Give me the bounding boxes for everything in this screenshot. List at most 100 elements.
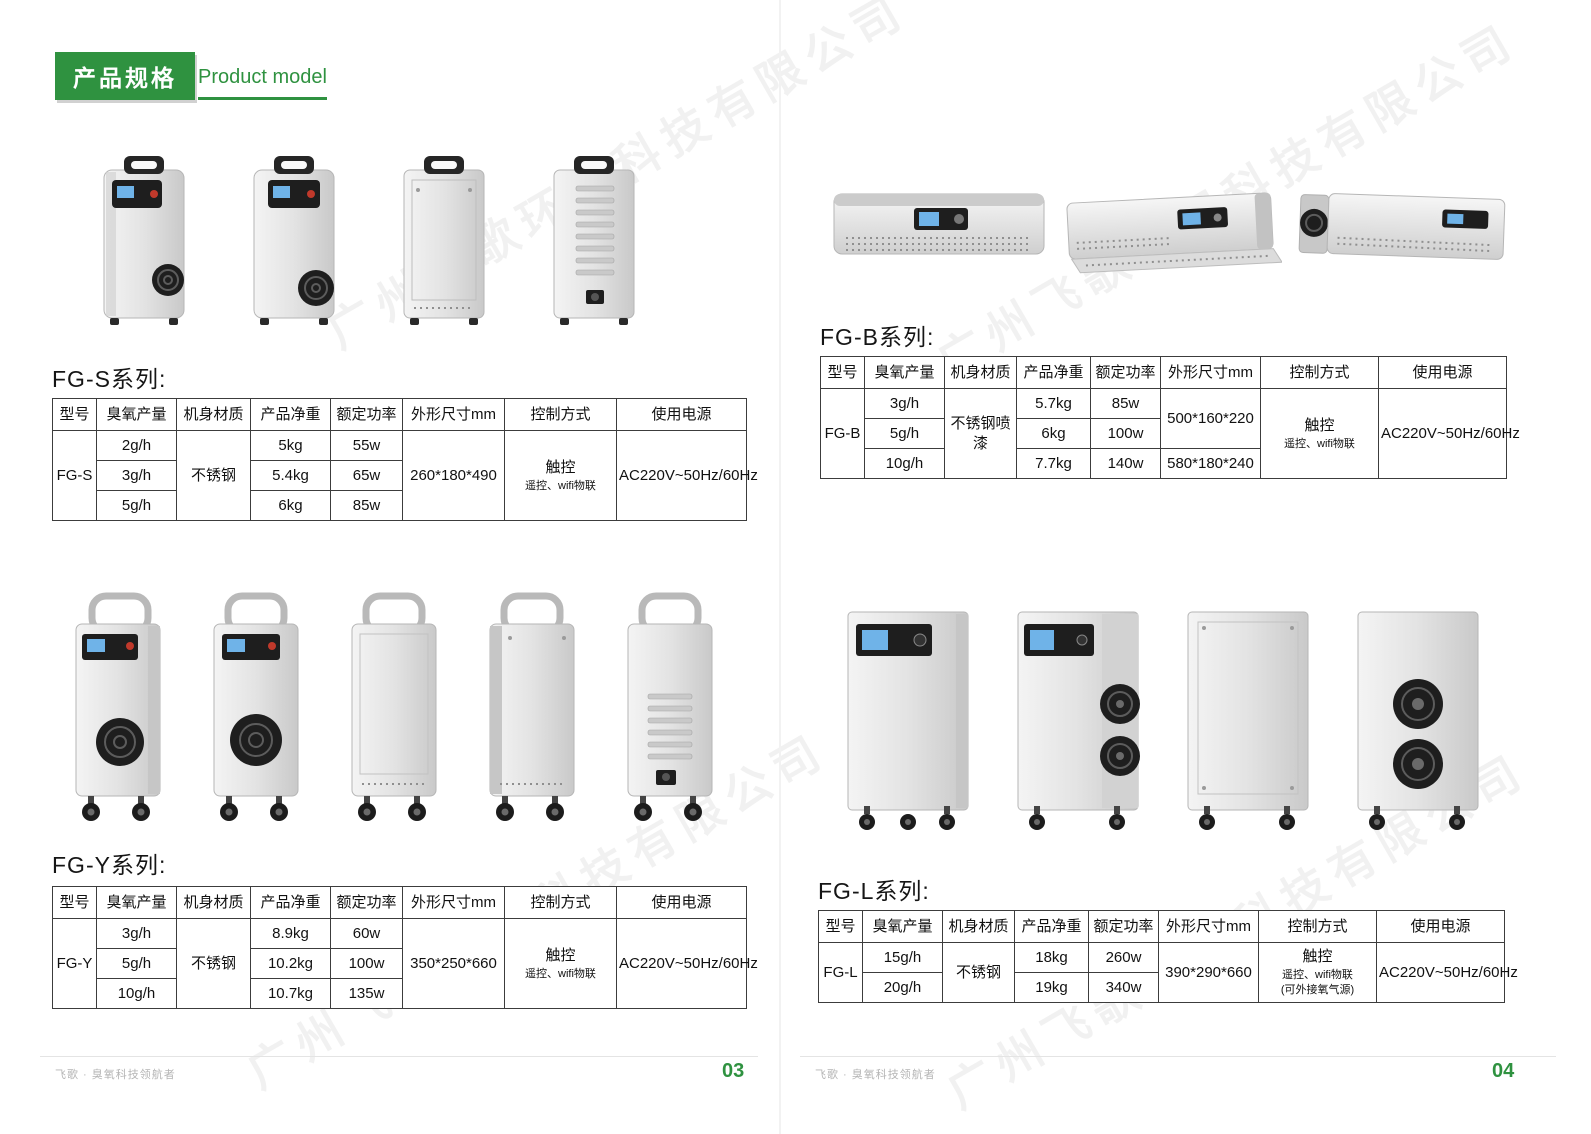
weight-cell: 5.4kg — [250, 460, 331, 491]
ozone-cell: 10g/h — [96, 978, 177, 1009]
control-sub: 遥控、wifi物联 — [1284, 437, 1355, 450]
fgs-product-image-front — [253, 156, 335, 325]
fgl-product-image-side-fans — [1357, 611, 1479, 830]
section-badge-subtitle: Product model — [198, 66, 327, 100]
table-header-row: 型号 臭氧产量 机身材质 产品净重 额定功率 外形尺寸mm 控制方式 使用电源 — [52, 886, 747, 919]
fgs-product-images — [78, 150, 660, 340]
header-cell: 额定功率 — [1088, 910, 1159, 943]
fgy-product-image-front — [213, 592, 299, 821]
header-cell: 外形尺寸mm — [402, 886, 505, 919]
fgs-product-image-angled — [103, 156, 185, 325]
fgl-product-image-angled-fans — [1017, 611, 1140, 830]
weight-cell: 6kg — [250, 490, 331, 521]
fgy-product-image-back-angled — [489, 592, 575, 821]
power-cell: 135w — [330, 978, 403, 1009]
weight-cell: 18kg — [1014, 942, 1089, 973]
fgy-product-image-back — [351, 592, 437, 821]
header-cell: 使用电源 — [616, 398, 747, 431]
control-main: 触控 — [1304, 417, 1335, 435]
weight-cell: 8.9kg — [250, 918, 331, 949]
table-header-row: 型号 臭氧产量 机身材质 产品净重 额定功率 外形尺寸mm 控制方式 使用电源 — [52, 398, 747, 431]
control-main: 触控 — [545, 947, 576, 965]
ozone-cell: 5g/h — [864, 418, 945, 449]
control-sub: 遥控、wifi物联 — [525, 967, 596, 980]
footer-divider — [800, 1056, 1556, 1057]
size-cell: 260*180*490 — [402, 430, 505, 521]
weight-cell: 5kg — [250, 430, 331, 461]
fgl-product-images — [828, 592, 1498, 842]
header-cell: 外形尺寸mm — [1160, 356, 1261, 389]
supply-cell: AC220V~50Hz/60Hz — [616, 918, 758, 1009]
power-cell: 55w — [330, 430, 403, 461]
weight-cell: 10.7kg — [250, 978, 331, 1009]
header-cell: 额定功率 — [330, 886, 403, 919]
header-cell: 控制方式 — [1260, 356, 1379, 389]
model-cell: FG-B — [820, 388, 865, 479]
ozone-cell: 3g/h — [864, 388, 945, 419]
header-cell: 型号 — [52, 886, 97, 919]
page-number-left: 03 — [722, 1060, 745, 1082]
weight-cell: 10.2kg — [250, 948, 331, 979]
header-cell: 控制方式 — [1258, 910, 1377, 943]
weight-cell: 7.7kg — [1016, 448, 1091, 479]
fgb-product-image-angled — [1066, 192, 1282, 274]
power-cell: 65w — [330, 460, 403, 491]
control-cell: 触控 遥控、wifi物联 — [1260, 388, 1379, 479]
table-header-row: 型号 臭氧产量 机身材质 产品净重 额定功率 外形尺寸mm 控制方式 使用电源 — [818, 910, 1505, 943]
fgl-product-image-front — [847, 611, 969, 830]
power-cell: 100w — [330, 948, 403, 979]
header-cell: 产品净重 — [1016, 356, 1091, 389]
control-main: 触控 — [545, 459, 576, 477]
ozone-cell: 3g/h — [96, 918, 177, 949]
header-cell: 额定功率 — [1090, 356, 1161, 389]
weight-cell: 6kg — [1016, 418, 1091, 449]
model-cell: FG-Y — [52, 918, 97, 1009]
control-cell: 触控 遥控、wifi物联 — [504, 918, 617, 1009]
table-row: FG-S 2g/h 不锈钢 5kg 55w 260*180*490 触控 遥控、… — [52, 430, 758, 521]
table-row: 10g/h 10.7kg 135w — [53, 978, 747, 1009]
table-row: FG-L 15g/h 不锈钢 18kg 260w 390*290*660 触控 … — [818, 942, 1518, 1003]
table-header-row: 型号 臭氧产量 机身材质 产品净重 额定功率 外形尺寸mm 控制方式 使用电源 — [820, 356, 1507, 389]
fgy-product-image-side — [627, 592, 713, 821]
header-cell: 产品净重 — [250, 886, 331, 919]
control-main: 触控 — [1302, 948, 1333, 966]
header-cell: 机身材质 — [942, 910, 1015, 943]
power-cell: 100w — [1090, 418, 1161, 449]
power-cell: 260w — [1088, 942, 1159, 973]
fgs-product-image-side — [553, 156, 635, 325]
fgb-product-images — [828, 168, 1514, 283]
supply-cell: AC220V~50Hz/60Hz — [1378, 388, 1520, 479]
model-cell: FG-S — [52, 430, 97, 521]
control-sub: 遥控、wifi物联 — [1282, 968, 1353, 981]
fgl-spec-table: 型号 臭氧产量 机身材质 产品净重 额定功率 外形尺寸mm 控制方式 使用电源 … — [818, 910, 1518, 1003]
ozone-cell: 15g/h — [862, 942, 943, 973]
header-cell: 外形尺寸mm — [402, 398, 505, 431]
page-divider — [779, 0, 781, 1134]
weight-cell: 5.7kg — [1016, 388, 1091, 419]
header-cell: 产品净重 — [250, 398, 331, 431]
fgb-section-title: FG-B系列: — [820, 324, 935, 350]
header-cell: 臭氧产量 — [864, 356, 945, 389]
header-cell: 臭氧产量 — [862, 910, 943, 943]
table-row: 20g/h 19kg 340w — [819, 972, 1505, 1003]
power-cell: 60w — [330, 918, 403, 949]
fgy-product-image-angled — [75, 592, 161, 821]
table-row: 5g/h 10.2kg 100w — [53, 948, 747, 979]
fgs-section-title: FG-S系列: — [52, 366, 167, 392]
ozone-cell: 5g/h — [96, 948, 177, 979]
header-cell: 外形尺寸mm — [1158, 910, 1259, 943]
header-cell: 额定功率 — [330, 398, 403, 431]
size-cell: 580*180*240 — [1160, 448, 1261, 479]
header-cell: 臭氧产量 — [96, 398, 177, 431]
header-cell: 使用电源 — [1376, 910, 1505, 943]
footer-tagline-left: 飞歌 · 臭氧科技领航者 — [55, 1069, 176, 1081]
table-row: 3g/h 5.4kg 65w — [53, 460, 747, 491]
fgs-product-image-back — [403, 156, 485, 325]
ozone-cell: 5g/h — [96, 490, 177, 521]
fgl-section-title: FG-L系列: — [818, 878, 930, 904]
control-cell: 触控 遥控、wifi物联 (可外接氧气源) — [1258, 942, 1377, 1003]
fgl-product-image-back — [1187, 611, 1309, 830]
header-cell: 机身材质 — [176, 398, 251, 431]
header-cell: 机身材质 — [944, 356, 1017, 389]
ozone-cell: 2g/h — [96, 430, 177, 461]
